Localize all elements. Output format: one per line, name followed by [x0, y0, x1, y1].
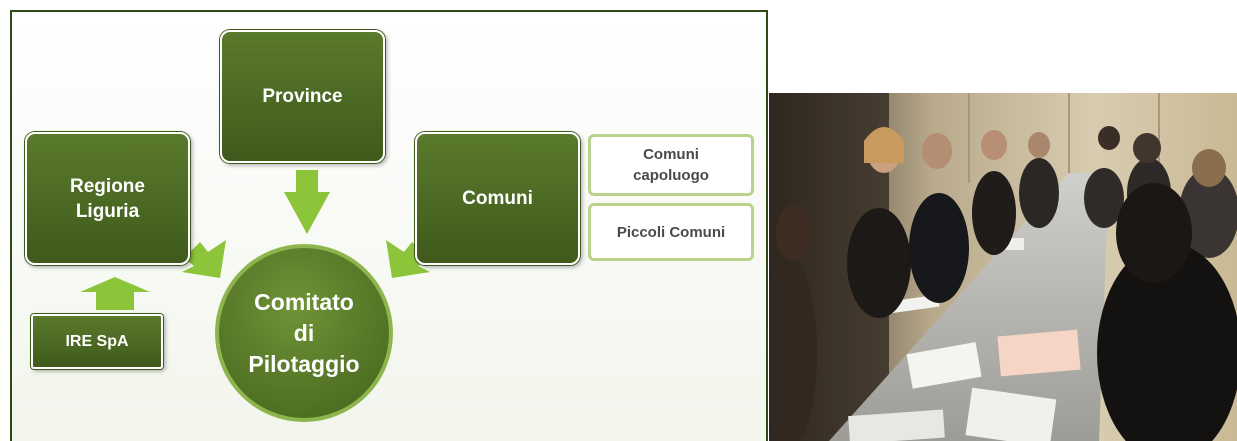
diagram-panel: Regione Liguria Province Comuni Comuni c… [10, 10, 768, 441]
province-box: Province [220, 30, 385, 163]
regione-liguria-box: Regione Liguria [25, 132, 190, 265]
meeting-photo-illustration [769, 93, 1237, 441]
arrow-regione-diagonal-icon [182, 240, 226, 278]
arrow-province-down-icon [284, 170, 330, 234]
photo-table [829, 173, 1109, 441]
ire-spa-box: IRE SpA [31, 314, 163, 369]
comuni-box: Comuni [415, 132, 580, 265]
arrow-ire-up-icon [80, 277, 150, 310]
arrows-layer [80, 170, 430, 310]
comuni-capoluogo-box: Comuni capoluogo [588, 134, 754, 196]
meeting-photo [769, 93, 1237, 441]
piccoli-comuni-box: Piccoli Comuni [588, 203, 754, 261]
comitato-di-pilotaggio-circle: Comitato di Pilotaggio [215, 244, 393, 422]
